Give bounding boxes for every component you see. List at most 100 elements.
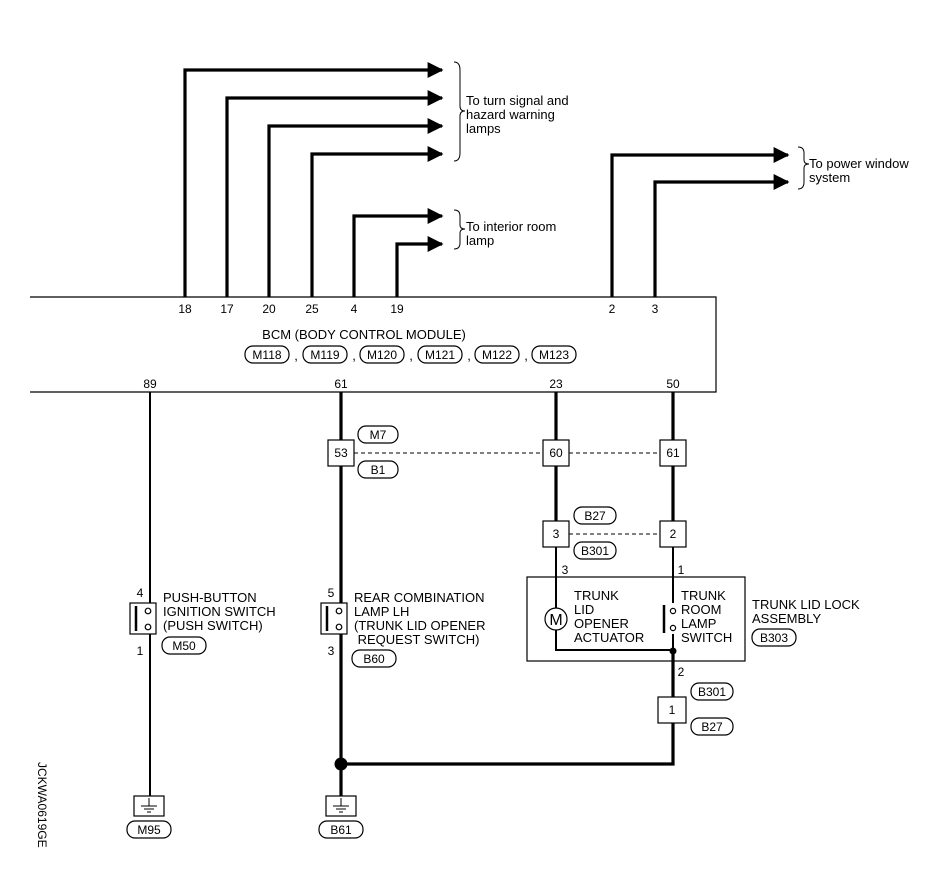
push-switch-label: PUSH-BUTTON [163,590,257,605]
rear-lamp-label: REAR COMBINATION [354,590,485,605]
switch-pin: 1 [678,563,685,577]
bcm-module: 18 17 20 25 4 19 2 3 BCM (BODY CONTROL M… [30,296,717,393]
ground-b61: B61 [318,795,364,839]
bcm-top-pin: 18 [178,302,192,316]
rear-lamp-label: (TRUNK LID OPENER [354,618,485,633]
svg-text:,: , [524,348,528,363]
wire-pin-4 [352,208,444,297]
brace-power-window [797,146,810,190]
motor-icon [544,607,568,631]
switch-label: SWITCH [681,630,732,645]
push-switch-connector: M50 [172,639,196,653]
svg-text:,: , [352,348,356,363]
push-switch-label: (PUSH SWITCH) [163,618,263,633]
rear-lamp-pin-bottom: 3 [328,644,335,658]
joint-pin: 1 [669,703,676,717]
rear-lamp-label: LAMP LH [354,604,409,619]
actuator-label: LID [574,602,594,617]
wire-pin-18 [183,62,444,297]
bcm-connector: M123 [539,348,569,362]
joint-connector-upper: M7 [370,428,387,442]
bcm-title: BCM (BODY CONTROL MODULE) [262,327,466,342]
push-switch-pin-bottom: 1 [137,644,144,658]
bcm-top-pin: 25 [305,302,319,316]
bcm-top-pin: 20 [262,302,276,316]
actuator-label: TRUNK [574,588,619,603]
wire-pin-25 [310,146,444,297]
destination-power-window: To power window system [809,156,909,185]
figure-id: JCKWA0619GE [35,762,49,848]
joint-connector-lower: B27 [701,720,723,734]
joint-pin: 60 [549,446,563,460]
assembly-title: ASSEMBLY [752,611,821,626]
bcm-connector: M121 [425,348,455,362]
ground-connector: B61 [330,823,352,837]
joint-connector-upper: B301 [698,685,726,699]
bcm-top-pin: 2 [609,302,616,316]
actuator-pin: 3 [562,563,569,577]
actuator-label: ACTUATOR [574,630,644,645]
push-button-ignition-switch: 4 1 PUSH-BUTTON IGNITION SWITCH (PUSH SW… [129,586,276,658]
actuator-label: OPENER [574,616,629,631]
ground-icon [141,798,157,813]
ground-connector: M95 [137,823,161,837]
wire-pin-3 [653,174,790,297]
ground-m95: M95 [126,795,172,839]
bcm-bottom-pin: 89 [143,377,157,391]
joint-connector-lower: B1 [371,463,386,477]
joint-b27-b301: 3 2 B27 B301 [542,506,687,560]
bcm-connector: M119 [310,348,339,362]
bcm-top-pin: 3 [652,302,659,316]
destination-interior-line: To interior room [466,219,556,234]
switch-label: ROOM [681,602,721,617]
destination-interior-line: lamp [466,233,494,248]
ground-splice-dot [334,757,348,771]
brace-interior-room [453,209,466,250]
joint-pin: 3 [553,527,560,541]
joint-pin: 61 [666,446,680,460]
svg-text:,: , [409,348,413,363]
svg-text:,: , [467,348,471,363]
destination-turn-signal-line: hazard warning [466,107,555,122]
joint-pin: 53 [334,446,348,460]
joint-m7-b1: 53 60 61 M7 B1 [327,425,687,479]
brace-turn-signal [453,61,466,162]
switch-label: TRUNK [681,588,726,603]
joint-b301-b27: 1 B301 B27 [657,682,734,736]
bcm-bottom-pin: 50 [666,377,680,391]
switch-label: LAMP [681,616,716,631]
assembly-out-pin: 2 [678,665,685,679]
wire-pin-19 [395,236,444,297]
rear-combination-lamp: 5 3 REAR COMBINATION LAMP LH (TRUNK LID … [320,586,485,668]
trunk-lid-lock-assembly: 3 1 M TRUNK LID OPENER ACTUATOR TRUNK RO… [526,563,860,679]
destination-turn-signal-line: To turn signal and [466,93,569,108]
rear-lamp-label: REQUEST SWITCH) [354,632,479,647]
destination-power-window-line: To power window [809,156,909,171]
destination-turn-signal-line: lamps [466,121,501,136]
rear-lamp-pin-top: 5 [328,586,335,600]
bcm-bottom-pin: 23 [549,377,563,391]
joint-connector-upper: B27 [584,509,606,523]
rear-lamp-connector: B60 [363,652,385,666]
bcm-outline [30,296,717,393]
motor-symbol: M [549,612,562,629]
lower-wires [149,392,675,796]
bcm-connector: M118 [252,348,281,362]
wire-joint-1-ground [341,723,675,766]
bcm-top-pin: 19 [390,302,404,316]
bcm-bottom-pin: 61 [334,377,348,391]
wire-pin-17 [225,90,444,297]
assembly-connector: B303 [760,631,788,645]
wire-joint-3-actuator [555,547,670,651]
destination-power-window-line: system [809,170,850,185]
bcm-top-pin: 17 [220,302,234,316]
bcm-connector: M122 [482,348,512,362]
wire-pin-20 [267,118,444,297]
bcm-connector: M120 [367,348,397,362]
ground-icon [333,798,349,813]
assembly-title: TRUNK LID LOCK [752,597,860,612]
svg-text:,: , [294,348,298,363]
destination-turn-signal: To turn signal and hazard warning lamps [466,93,569,136]
splice-dot [669,647,677,655]
